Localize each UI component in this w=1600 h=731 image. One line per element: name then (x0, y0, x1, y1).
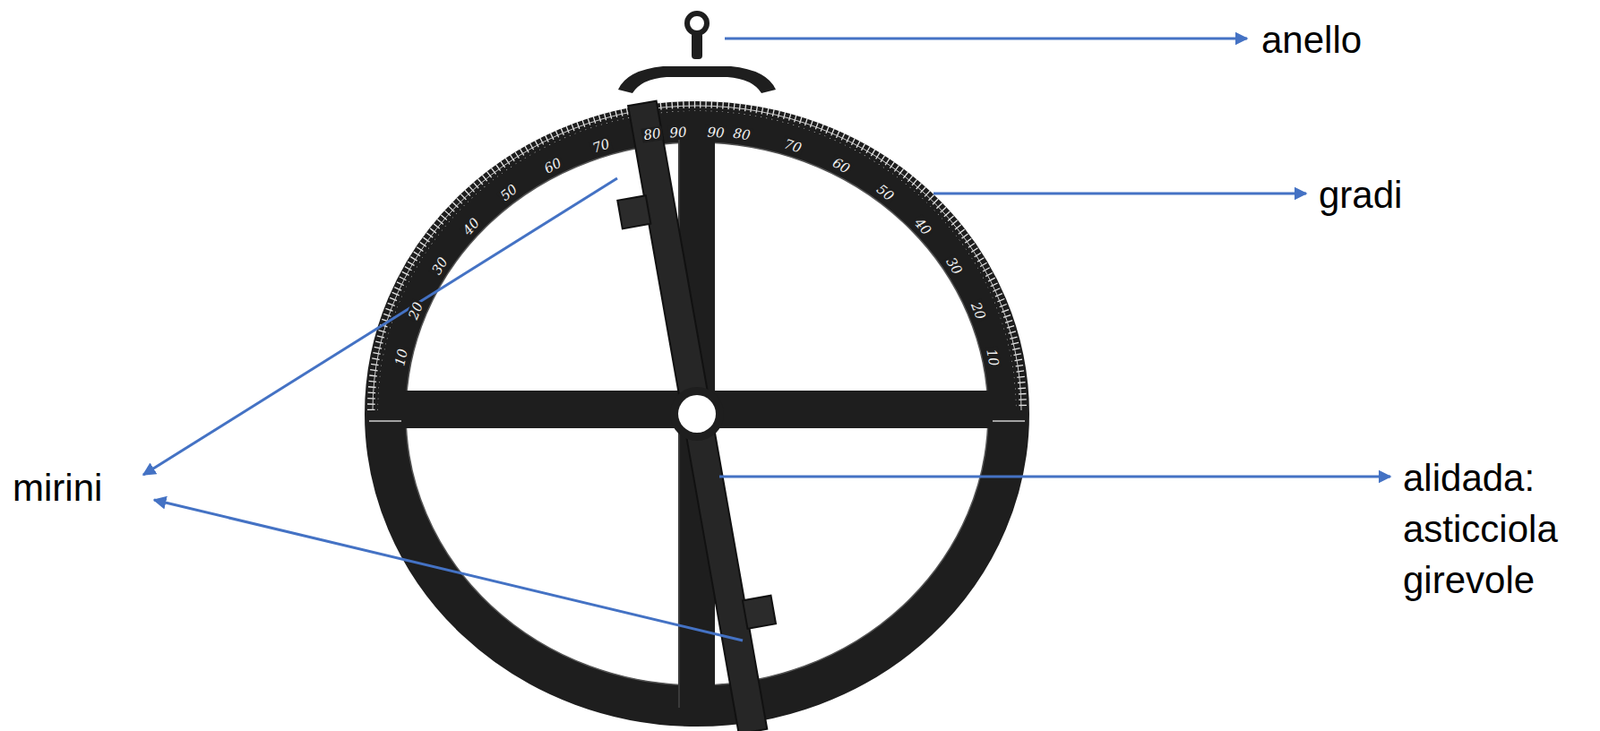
zero-line (369, 420, 405, 422)
degree-number: 80 (641, 126, 664, 144)
sight-vane (742, 595, 776, 629)
leader-line (154, 499, 743, 641)
part-label: mirini (12, 462, 147, 514)
part-label: anello (1261, 14, 1441, 66)
leader-line (724, 37, 1248, 41)
zero-line (989, 420, 1025, 422)
center-hole (678, 395, 716, 433)
part-label: alidada: asticciola girevole (1402, 452, 1587, 606)
degree-number: 10 (983, 345, 1002, 370)
sight-vane (617, 195, 651, 229)
leader-line (933, 192, 1307, 196)
vertical-bar (679, 134, 715, 708)
hub (670, 387, 724, 441)
part-label: gradi (1318, 169, 1498, 221)
leader-line (143, 178, 618, 475)
leader-line (719, 475, 1391, 479)
degree-number: 90 (667, 124, 689, 140)
degree-number: 80 (730, 126, 753, 144)
suspension-ring (618, 13, 776, 94)
degree-number: 90 (705, 124, 727, 140)
degree-number: 10 (392, 345, 411, 370)
alidade (602, 95, 794, 731)
